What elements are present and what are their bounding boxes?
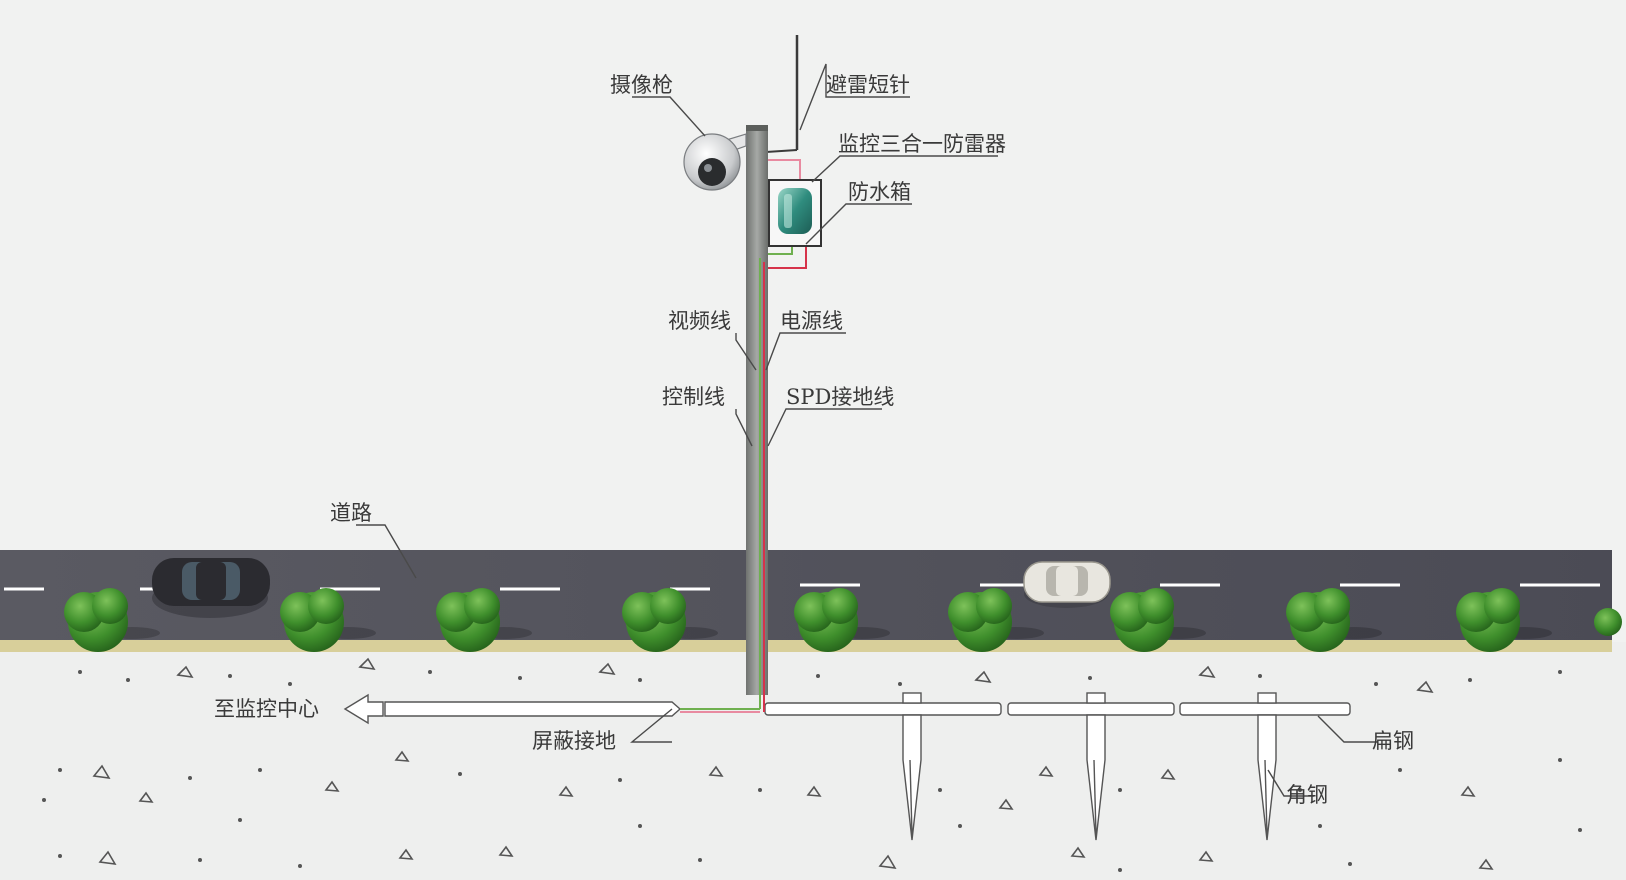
tree-icon bbox=[622, 588, 718, 652]
soil-gravel bbox=[92, 657, 1494, 870]
label-shield-ground: 屏蔽接地 bbox=[532, 729, 616, 753]
pole-cables bbox=[759, 159, 807, 712]
curb bbox=[0, 640, 1612, 652]
camera-pole bbox=[746, 125, 768, 695]
label-road: 道路 bbox=[330, 501, 372, 525]
tree-icon bbox=[1456, 588, 1552, 652]
waterproof-box bbox=[768, 179, 822, 247]
tree-icon bbox=[1286, 588, 1382, 652]
angle-steel-3 bbox=[1257, 692, 1277, 841]
tree-icon bbox=[436, 588, 532, 652]
ground bbox=[0, 642, 1626, 880]
label-angle-steel: 角钢 bbox=[1286, 783, 1328, 807]
tree-icon bbox=[64, 588, 160, 652]
label-video-cable: 视频线 bbox=[668, 309, 731, 333]
lane-markings bbox=[4, 583, 1600, 591]
dark-car-icon bbox=[152, 558, 270, 618]
conduit-to-control-center bbox=[343, 693, 760, 725]
label-power-cable: 电源线 bbox=[780, 309, 843, 333]
label-flat-steel: 扁钢 bbox=[1372, 729, 1414, 753]
tree-icon bbox=[280, 588, 376, 652]
dome-camera-icon bbox=[683, 133, 747, 191]
label-lightning-rod: 避雷短针 bbox=[826, 73, 910, 97]
soil-dots bbox=[42, 670, 1582, 872]
label-camera: 摄像枪 bbox=[610, 73, 673, 97]
tree-icon bbox=[794, 588, 890, 652]
hollow-arrow-left-icon bbox=[343, 693, 384, 725]
tree-icon bbox=[1110, 588, 1206, 652]
leader-lines bbox=[356, 63, 1378, 797]
tree-icon bbox=[1594, 608, 1622, 636]
surge-protector bbox=[778, 188, 812, 234]
angle-steel-2 bbox=[1086, 692, 1106, 841]
flat-steel-bar bbox=[764, 702, 1351, 716]
label-to-control-center: 至监控中心 bbox=[214, 697, 319, 721]
label-surge-protector: 监控三合一防雷器 bbox=[838, 132, 1006, 156]
white-car-icon bbox=[1023, 561, 1111, 608]
angle-steel-1 bbox=[902, 692, 922, 841]
roadside-trees bbox=[64, 588, 1622, 652]
label-spd-ground-cable: SPD接地线 bbox=[786, 385, 894, 409]
angle-steel-electrodes bbox=[902, 692, 1277, 841]
tree-icon bbox=[948, 588, 1044, 652]
label-waterproof-box: 防水箱 bbox=[848, 180, 911, 204]
label-control-cable: 控制线 bbox=[662, 385, 725, 409]
